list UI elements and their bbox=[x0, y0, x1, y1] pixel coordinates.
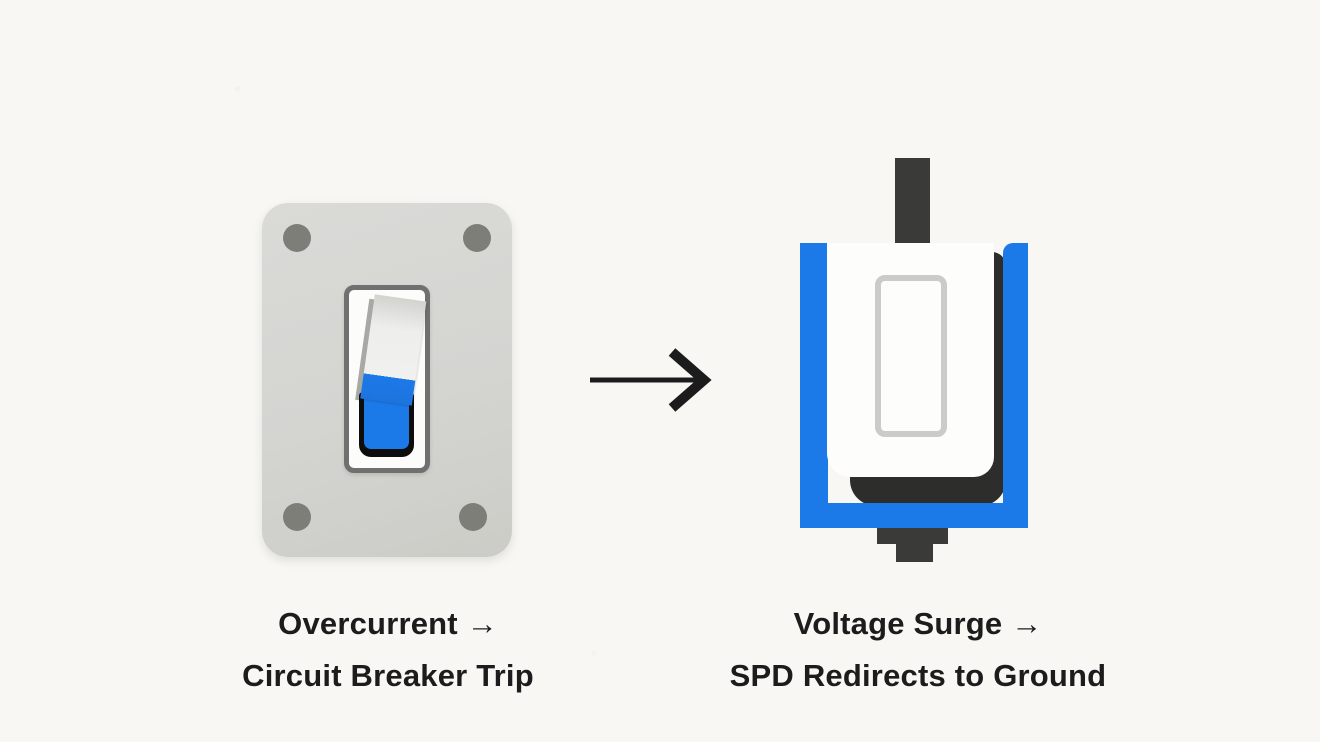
spd-caption-line2: SPD Redirects to Ground bbox=[729, 658, 1107, 693]
breaker-caption-line2: Circuit Breaker Trip bbox=[242, 658, 534, 693]
screw-icon bbox=[283, 503, 311, 531]
spd-top-terminal bbox=[895, 158, 930, 246]
spd-bottom-terminal-stub bbox=[896, 544, 933, 562]
screw-icon bbox=[463, 224, 491, 252]
breaker-caption-line1: Overcurrent → bbox=[278, 606, 498, 641]
spd-frame-left bbox=[800, 243, 828, 528]
spd-caption-line1: Voltage Surge → bbox=[793, 606, 1043, 641]
screw-icon bbox=[459, 503, 487, 531]
breaker-caption: Overcurrent → Circuit Breaker Trip bbox=[162, 598, 614, 702]
spd-caption: Voltage Surge → SPD Redirects to Ground bbox=[668, 598, 1168, 702]
spd-bottom-terminal bbox=[877, 528, 948, 544]
right-arrow-icon bbox=[590, 348, 712, 412]
spd-inner-window bbox=[875, 275, 947, 437]
screw-icon bbox=[283, 224, 311, 252]
spd-frame-right bbox=[1003, 243, 1028, 528]
spd-frame-bottom bbox=[800, 503, 1028, 528]
